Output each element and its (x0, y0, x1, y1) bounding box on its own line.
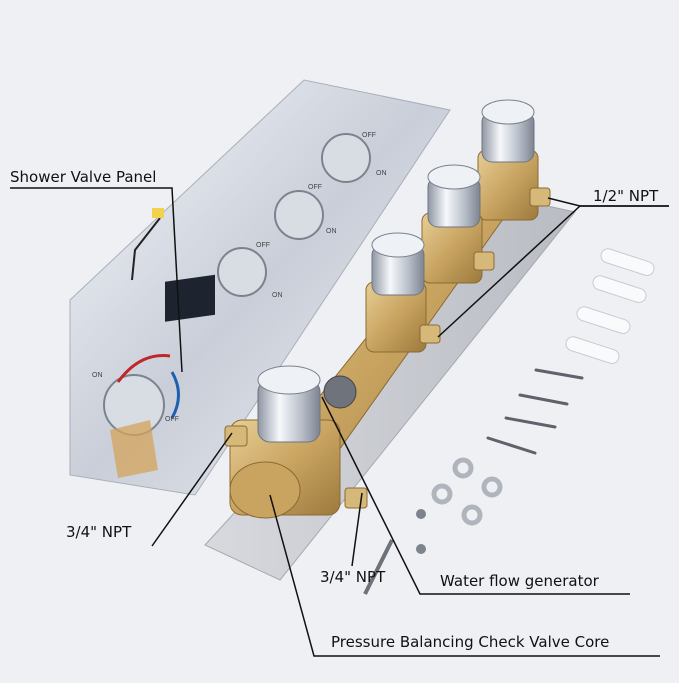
label-water-flow-generator: Water flow generator (440, 572, 599, 590)
callout-lines (10, 187, 669, 657)
svg-text:ON: ON (376, 170, 387, 177)
label-pressure-balancing: Pressure Balancing Check Valve Core (331, 633, 610, 651)
svg-text:OFF: OFF (165, 416, 179, 423)
valve-knobs (257, 99, 535, 443)
svg-text:OFF: OFF (308, 184, 322, 191)
anchor-plugs (565, 248, 655, 364)
svg-text:ON: ON (272, 292, 283, 299)
label-three-quarter-npt-bottom: 3/4" NPT (320, 568, 386, 586)
label-three-quarter-npt-left: 3/4" NPT (66, 523, 132, 541)
hex-key (363, 539, 394, 595)
svg-text:ON: ON (92, 372, 103, 379)
svg-text:OFF: OFF (256, 242, 270, 249)
label-half-npt: 1/2" NPT (593, 187, 659, 205)
valve-faceplate: OFF ON OFF ON OFF ON ON OFF (69, 79, 451, 496)
washers (431, 457, 503, 526)
svg-text:OFF: OFF (362, 132, 376, 139)
sensor-wire (131, 217, 161, 281)
water-flow-generator (323, 375, 357, 409)
label-shower-valve-panel: Shower Valve Panel (10, 168, 157, 186)
screws (486, 368, 584, 455)
digital-display (165, 274, 215, 322)
svg-text:ON: ON (326, 228, 337, 235)
